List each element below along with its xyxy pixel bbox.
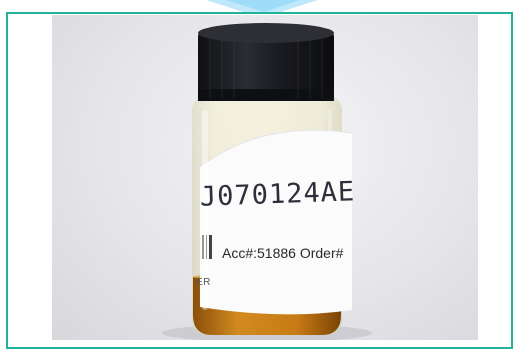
barcode-fragment [202,235,212,259]
vial-label [200,130,352,315]
vial-scene [162,23,372,340]
vial-photo: J070124AE Acc#:51886 Order# ER [52,15,478,340]
vial-cap [198,29,334,101]
